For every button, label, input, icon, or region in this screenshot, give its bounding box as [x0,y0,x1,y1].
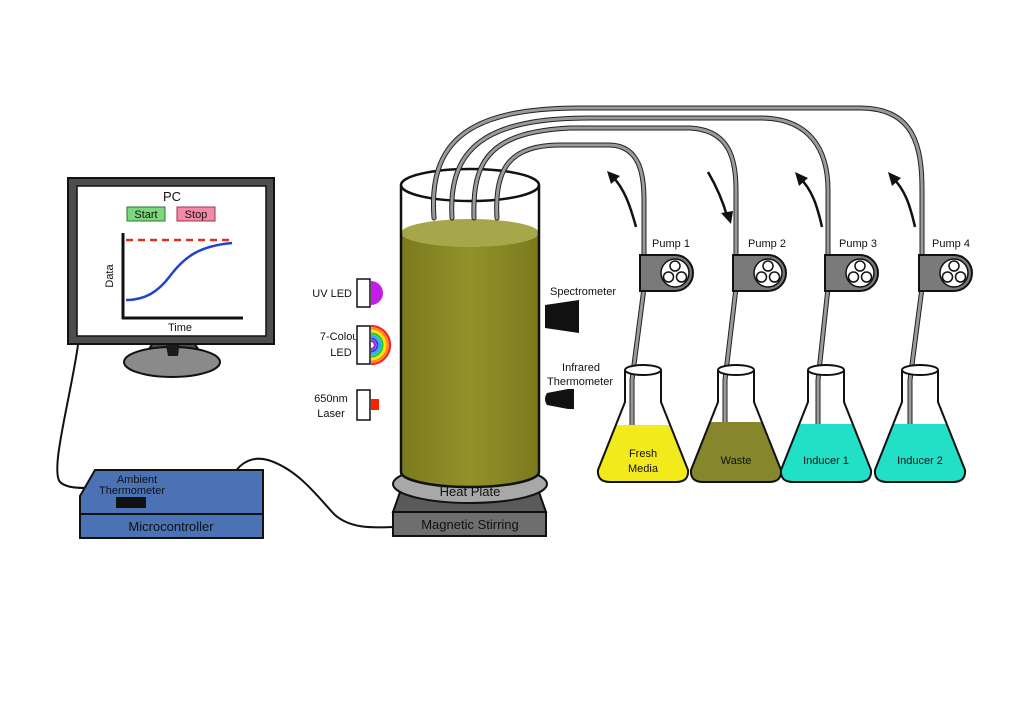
ambient-thermometer-sensor [116,497,146,508]
colour-led-label-2: LED [330,347,351,359]
ir-thermometer-icon [545,389,574,409]
pc-title: PC [163,189,181,204]
monitor-screen [76,185,267,337]
microcontroller-label: Microcontroller [128,519,214,534]
laser-label-2: Laser [317,408,345,420]
flow-arrow-pump-4 [892,177,917,228]
start-button[interactable] [126,206,166,222]
ambient-label-2: Thermometer [99,485,165,497]
flasks: Fresh Media Waste Inducer 1 Inducer 2 [596,364,967,483]
magnetic-stirrer [392,511,547,537]
flow-arrow-pump-3 [799,177,824,228]
spectrometer-icon [545,300,579,333]
light-sources: UV LED 7-Colour LED 650nm Laser [312,278,392,421]
flask-waste: Waste [689,364,783,483]
sensors: Spectrometer Infrared Thermometer [545,286,616,409]
pc-cable [56,344,101,489]
reactor-cable [227,457,394,529]
pump-1[interactable]: Pump 1 [639,238,694,292]
pump-label: Pump 1 [652,238,690,250]
flask-label-2: Media [628,463,659,475]
pump-3[interactable]: Pump 3 [824,238,879,292]
pumps: Pump 1 Pump 2 Pump 3 Pump 4 [639,238,973,292]
vessel-wall [399,185,541,489]
tube-pump-4 [431,106,924,260]
flow-arrow-pump-1 [611,175,638,228]
reactor-vessel [399,167,541,489]
flow-arrow-pump-2 [706,171,729,217]
growth-curve [125,241,233,302]
laser-label: 650nm [314,393,348,405]
spectrometer-label: Spectrometer [550,286,616,298]
uv-led-label: UV LED [312,288,352,300]
ambient-label: Ambient [117,474,157,486]
rainbow-led-icon [370,324,392,366]
laser-housing [356,389,371,421]
flask-label: Inducer 2 [897,455,943,467]
pc-monitor: PC Start Stop Data Time [67,177,275,378]
flask-fresh-media: Fresh Media [596,364,690,483]
laser-icon [371,399,379,410]
ir-thermometer-label-2: Thermometer [547,376,613,388]
tube-pump-1 [495,143,646,260]
pump-label: Pump 4 [932,238,970,250]
colour-led-label: 7-Colour [320,331,363,343]
stop-button[interactable] [176,206,216,222]
ir-thermometer-label: Infrared [562,362,600,374]
x-axis-label: Time [168,322,192,334]
uv-led-housing [356,278,371,308]
start-button-label: Start [134,209,157,221]
pump-2[interactable]: Pump 2 [732,238,787,292]
flask-label: Waste [721,455,752,467]
uv-led-icon [371,281,383,305]
y-axis-label: Data [104,264,116,288]
pump-label: Pump 2 [748,238,786,250]
culture-liquid [401,233,539,487]
microcontroller-front [79,513,264,539]
stop-button-label: Stop [185,209,208,221]
stirrer-label: Magnetic Stirring [421,517,519,532]
colour-led-housing [356,325,371,365]
tube-pump-2 [472,126,738,260]
vessel-rim [399,167,541,203]
flask-label: Inducer 1 [803,455,849,467]
microcontroller: Microcontroller Ambient Thermometer [79,469,264,539]
pump-4[interactable]: Pump 4 [918,238,973,292]
growth-plot: Data Time [104,233,243,334]
flask-inducer-2: Inducer 2 [873,364,967,483]
culture-surface [401,219,539,247]
flow-arrows [607,171,917,228]
flask-label: Fresh [629,448,657,460]
tube-pump-3 [450,116,830,260]
flask-inducer-1: Inducer 1 [779,364,873,483]
pump-label: Pump 3 [839,238,877,250]
